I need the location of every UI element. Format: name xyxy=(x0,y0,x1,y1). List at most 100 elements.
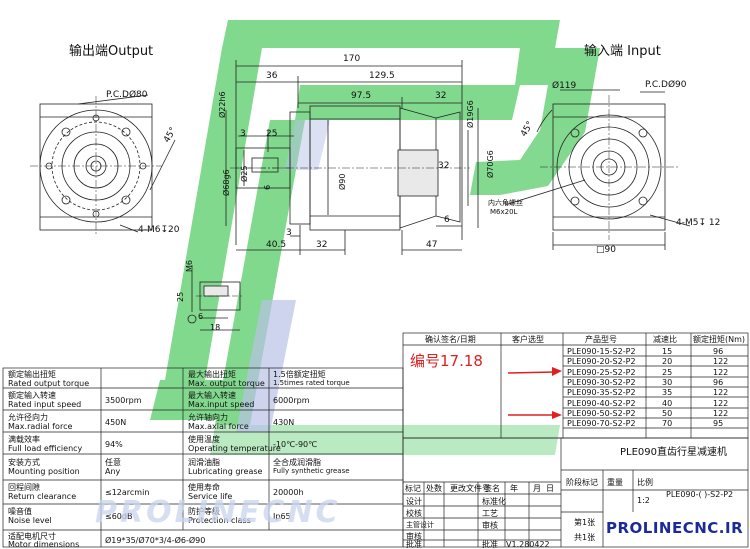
role-label: 批准 xyxy=(406,540,422,549)
dim-3-top: 3 xyxy=(240,129,246,139)
mt-row-torque: 95 xyxy=(713,419,724,428)
spec-value: -10℃-90℃ xyxy=(273,440,318,449)
dim-d22: Ø22h6 xyxy=(218,91,227,118)
spec-label-cn: 使用温度 xyxy=(188,435,220,444)
spec-value: 任意 xyxy=(105,458,121,467)
spec-label-en: Operating temperature xyxy=(188,444,281,453)
mt-row-ratio: 70 xyxy=(662,419,673,428)
spec-value: ≤60dB xyxy=(105,512,133,521)
spec-value-en: Any xyxy=(105,467,121,476)
middle-label: 审核 xyxy=(482,521,498,530)
role-label: 设计 xyxy=(406,497,422,506)
dim-d68: Ø68g6 xyxy=(222,169,231,196)
red-arrow-icon xyxy=(552,367,562,376)
rev-header: 月 xyxy=(533,484,541,493)
hex-note-2: M6x20L xyxy=(490,208,518,216)
spec-value: 1.5倍额定扭矩 xyxy=(273,370,326,379)
approve-label: 批准 xyxy=(482,540,498,549)
mt-row-model: PLE090-50-S2-P2 xyxy=(567,409,636,418)
brand-watermark: PROLINECNC xyxy=(95,495,341,530)
spec-label-cn: 防护等级 xyxy=(188,507,220,516)
dim-25-top: 25 xyxy=(266,129,278,139)
spec-label-en: Lubricating grease xyxy=(188,467,263,476)
side-section-view xyxy=(225,60,479,255)
mt-row-ratio: 15 xyxy=(662,347,673,356)
role-label: 审核 xyxy=(406,532,422,541)
spec-label-en: Full load efficiency xyxy=(8,444,83,453)
stage-label: 阶段标记 xyxy=(566,478,598,487)
key-6: 6 xyxy=(198,312,204,321)
spec-label-cn: 满载效率 xyxy=(8,435,40,444)
mt-row-model: PLE090-15-S2-P2 xyxy=(567,347,636,356)
spec-value-en: Fully synthetic grease xyxy=(273,467,350,475)
drawing-title: PLE090直齿行星减速机 xyxy=(620,447,728,458)
sheet-number: 第1张 xyxy=(574,518,596,527)
spec-label-cn: 回程间隙 xyxy=(8,483,40,492)
red-arrow-icon xyxy=(552,411,562,419)
mt-row-ratio: 40 xyxy=(662,399,673,408)
dia-input-top: Ø119 xyxy=(552,81,577,91)
mt-row-torque: 96 xyxy=(713,378,724,387)
rev-header: 处数 xyxy=(426,484,442,493)
revision-date: V1.280422 xyxy=(506,540,550,549)
title-block-grid xyxy=(402,437,749,548)
rev-header: 签名 xyxy=(484,484,500,493)
key-m6: M6 xyxy=(185,260,194,272)
weight-label: 重量 xyxy=(607,478,623,487)
proline-logo-watermark xyxy=(150,20,600,455)
dim-d70: Ø70G6 xyxy=(486,150,495,178)
mt-row-torque: 122 xyxy=(713,399,729,408)
mt-header-4: 额定扭矩(Nm) xyxy=(693,335,746,344)
mt-row-torque: 122 xyxy=(713,368,729,377)
tap-output: 4-M6↧20 xyxy=(138,225,180,235)
pcd-output: P.C.DØ80 xyxy=(106,90,148,100)
spec-value: 20000h xyxy=(273,488,304,497)
spec-label-cn: 最大输出扭矩 xyxy=(188,370,236,379)
spec-value: 3500rpm xyxy=(105,396,142,405)
spec-label-cn: 额定输出扭矩 xyxy=(8,370,56,379)
dim-170: 170 xyxy=(343,54,361,64)
output-label: 输出端Output xyxy=(69,44,154,59)
spec-label-cn: 润滑油脂 xyxy=(188,458,220,467)
mt-row-ratio: 20 xyxy=(662,357,673,366)
highlight-arrows xyxy=(507,367,562,419)
scale-label: 比例 xyxy=(637,478,653,487)
rev-header: 年 xyxy=(510,484,518,493)
input-flange-view xyxy=(504,89,691,250)
dim-47: 47 xyxy=(426,240,438,250)
spec-label-en: Noise level xyxy=(8,516,52,525)
mt-row-model: PLE090-25-S2-P2 xyxy=(567,368,636,377)
spec-label-en: Max.axial force xyxy=(188,422,249,431)
mt-row-ratio: 35 xyxy=(662,388,673,397)
spec-label-en: Max. output torque xyxy=(188,379,265,388)
mt-row-torque: 96 xyxy=(713,347,724,356)
role-label: 校核 xyxy=(406,509,422,518)
spec-label-en: Rated output torque xyxy=(8,379,90,388)
middle-label: 标准化 xyxy=(482,497,506,506)
dim-3-bottom: 3 xyxy=(286,228,292,238)
mt-row-model: PLE090-40-S2-P2 xyxy=(567,399,636,408)
input-label: 输入端 Input xyxy=(584,44,661,59)
mt-row-torque: 122 xyxy=(713,357,729,366)
mt-row-ratio: 50 xyxy=(662,409,673,418)
middle-label: 工艺 xyxy=(482,509,498,518)
spec-label-en: Max.input speed xyxy=(188,400,255,409)
mt-row-ratio: 30 xyxy=(662,378,673,387)
spec-label-cn: 最大输入转速 xyxy=(188,391,236,400)
spec-label-en: Protection class xyxy=(188,516,251,525)
dim-97-5: 97.5 xyxy=(351,91,372,101)
mt-header-0: 确认签名/日期 xyxy=(425,335,476,344)
spec-label-cn: 适配电机尺寸 xyxy=(8,532,56,541)
mt-row-model: PLE090-35-S2-P2 xyxy=(567,388,636,397)
spec-table-grid xyxy=(2,367,404,548)
brand-url: PROLINECNC.IR xyxy=(606,519,744,537)
square-input: □90 xyxy=(596,245,616,255)
scale-value: 1:2 xyxy=(637,496,650,505)
hex-note-1: 内六角螺丝 xyxy=(488,199,523,207)
dim-d90: Ø90 xyxy=(338,173,347,190)
spec-value: 6000rpm xyxy=(273,396,310,405)
spec-label-en: Motor dimensions xyxy=(8,540,80,549)
part-number: PLE090-( )-S2-P2 xyxy=(666,490,734,499)
mt-row-model: PLE090-30-S2-P2 xyxy=(567,378,636,387)
